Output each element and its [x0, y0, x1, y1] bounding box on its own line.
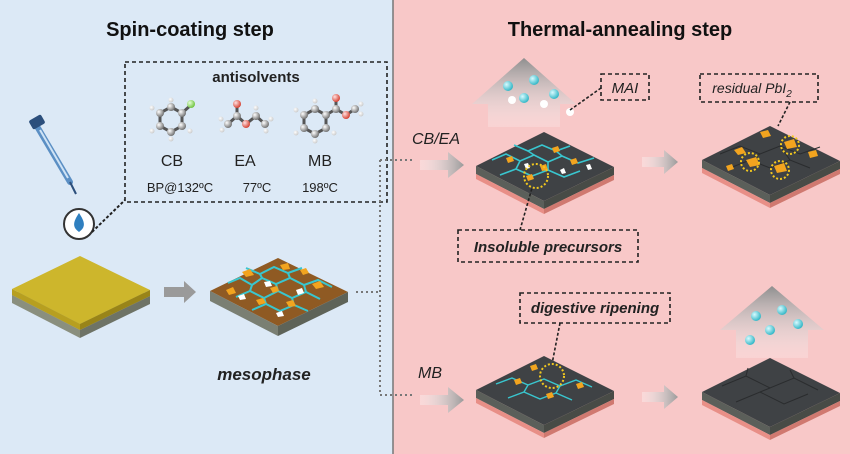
residual-pbi2-film — [702, 126, 840, 208]
cb-molecule-icon — [149, 97, 195, 142]
antisolvent-name-mb: MB — [308, 153, 332, 170]
arrow-to-mesophase — [164, 281, 196, 303]
digestive-ripening-label: digestive ripening — [531, 300, 659, 317]
antisolvent-bp-ea: 77ºC — [243, 180, 272, 195]
antisolvents-title: antisolvents — [212, 69, 300, 86]
insoluble-label: Insoluble precursors — [474, 239, 622, 256]
residual-pbi2-box — [699, 73, 819, 103]
mai-label: MAI — [612, 80, 639, 97]
mai-box — [600, 73, 650, 101]
mesophase-label: mesophase — [217, 365, 311, 384]
arrow-top-route — [420, 152, 464, 178]
ea-molecule-icon — [218, 100, 274, 134]
final-film — [702, 358, 840, 440]
left-panel-title: Spin-coating step — [106, 19, 274, 41]
mesophase-film — [210, 258, 348, 336]
residual-pbi2-pointer — [777, 101, 791, 127]
precursor-film — [12, 256, 150, 338]
right-panel-title: Thermal-annealing step — [508, 19, 733, 41]
droplet-magnifier-icon — [63, 199, 126, 240]
antisolvent-bp-mb: 198ºC — [302, 180, 338, 195]
arrow-bottom-route — [420, 387, 464, 413]
insoluble-box — [457, 229, 639, 263]
route-label-mb: MB — [418, 365, 442, 382]
residual-pbi2-label: residual PbI2 — [712, 80, 792, 100]
antisolvents-box — [124, 61, 388, 203]
antisolvent-bp-cb: BP@132ºC — [147, 180, 213, 195]
released-mai-ions — [503, 75, 574, 116]
digestive-ripening-pointer — [551, 322, 561, 365]
route-label-cb-ea: CB/EA — [412, 131, 460, 148]
branch-connector — [356, 159, 412, 396]
digestive-ripening-box — [519, 292, 671, 324]
release-arrow-top-middle — [472, 58, 576, 127]
released-ions-bottom — [745, 305, 803, 345]
left-panel-bg — [0, 0, 393, 454]
mb-intermediate-film — [476, 356, 614, 438]
antisolvent-name-ea: EA — [234, 153, 256, 170]
arrow-to-residual — [642, 150, 678, 174]
arrow-to-final — [642, 385, 678, 409]
mai-pointer — [569, 87, 602, 111]
mb-molecule-icon — [293, 94, 364, 144]
insoluble-pointer — [519, 187, 533, 231]
pipette-icon — [29, 114, 77, 195]
antisolvent-name-cb: CB — [161, 153, 183, 170]
